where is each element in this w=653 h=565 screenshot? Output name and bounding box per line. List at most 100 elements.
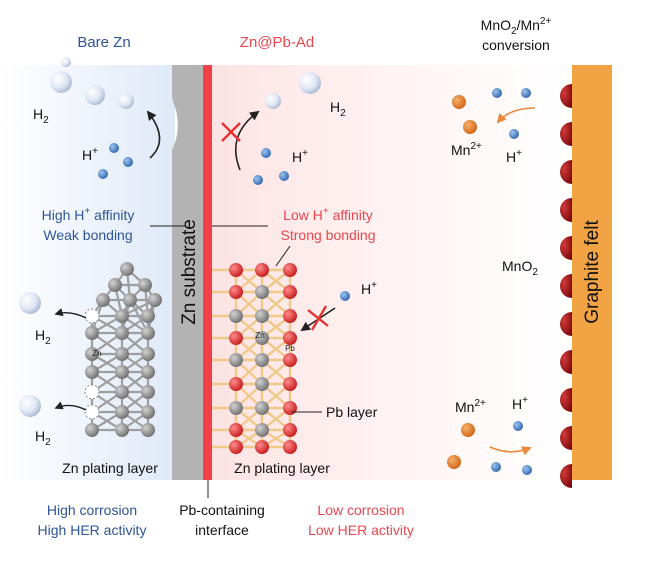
mno2-particle	[560, 312, 572, 336]
proton	[123, 157, 133, 167]
reduction-arrow-left	[146, 110, 161, 159]
mn2-ion	[447, 455, 461, 469]
zn-substrate	[172, 65, 203, 480]
mno2-particles	[560, 84, 572, 488]
pb-atom	[283, 377, 297, 391]
zn-atom	[138, 278, 152, 292]
zn-pb-ad-header: Zn@Pb-Ad	[240, 34, 314, 51]
conversion-header-line2: conversion	[482, 37, 550, 53]
pb-atom	[283, 309, 297, 323]
mno2-particle	[560, 84, 572, 108]
h2-bubble	[299, 72, 321, 94]
zn-atom	[115, 326, 129, 340]
mn2-ion	[461, 423, 475, 437]
proton	[253, 175, 263, 185]
graphite-felt	[572, 65, 612, 480]
h2-label-low: H2	[35, 428, 51, 448]
pb-atom	[283, 331, 297, 345]
h2-label-mid: H2	[35, 327, 51, 347]
zn-atom	[115, 365, 129, 379]
hplus-label-right-bottom: H+	[512, 395, 528, 412]
zn-atom	[141, 385, 155, 399]
h2-bubble	[61, 57, 71, 67]
mno2-particle	[560, 464, 572, 488]
zn-atom	[96, 293, 110, 307]
zn-plating-lattice-bare	[84, 262, 162, 437]
zn-atom	[141, 365, 155, 379]
h2-bubble	[85, 85, 105, 105]
h2-bubble	[118, 93, 134, 109]
zn-plating-label-left: Zn plating layer	[62, 460, 158, 476]
pb-atom	[283, 440, 297, 454]
blocked-cross-icon	[307, 305, 329, 331]
zn-atom	[85, 365, 99, 379]
h2-bubble	[19, 292, 41, 314]
bare-zn-header: Bare Zn	[77, 34, 130, 51]
proton	[492, 88, 502, 98]
zn-atom-label-mid: Zn	[255, 331, 264, 340]
h2-bubble	[265, 93, 281, 109]
mno2-label: MnO2	[502, 258, 538, 278]
zn-atom	[123, 293, 137, 307]
zn-atom	[85, 347, 99, 361]
mno2-particle	[560, 274, 572, 298]
pb-layer-label: Pb layer	[326, 404, 378, 420]
blocked-cross-icon	[221, 122, 241, 142]
h2-bubble	[50, 71, 72, 93]
zn-atom	[148, 293, 162, 307]
zn-vacancy	[84, 384, 100, 400]
high-corrosion-label: High corrosion	[47, 502, 137, 518]
high-her-label: High HER activity	[38, 522, 147, 538]
hplus-label-left: H+	[82, 146, 98, 163]
zn-atom	[115, 347, 129, 361]
h2-bubble	[19, 395, 41, 417]
zn-atom	[229, 309, 243, 323]
zn-atom	[141, 326, 155, 340]
mno2-particle	[560, 350, 572, 374]
zn-atom-label-left: Zn	[92, 349, 101, 358]
mn2-ion	[452, 95, 466, 109]
zn-atom	[229, 353, 243, 367]
zn-atom	[141, 309, 155, 323]
zn-atom	[141, 347, 155, 361]
mno2-particle	[560, 160, 572, 184]
pb-atom	[255, 263, 269, 277]
conversion-arrow-bottom	[489, 446, 532, 456]
zn-atom	[108, 278, 122, 292]
mno2-particle	[560, 122, 572, 146]
zn-atom	[115, 423, 129, 437]
h2-escape-arrow	[54, 308, 87, 319]
zn-atom	[255, 401, 269, 415]
pb-atom	[229, 377, 243, 391]
zn-atom	[255, 285, 269, 299]
zn-atom	[255, 309, 269, 323]
pb-atom	[229, 285, 243, 299]
hplus-label-middle-2: H+	[361, 280, 377, 297]
weak-bonding-label: Weak bonding	[43, 227, 132, 243]
zn-atom	[115, 385, 129, 399]
h2-escape-arrow	[54, 401, 87, 411]
pb-atom-label: Pb	[285, 344, 295, 353]
proton	[513, 421, 523, 431]
zn-atom	[120, 262, 134, 276]
h2-label-top: H2	[33, 106, 49, 126]
zn-atom	[255, 331, 269, 345]
low-her-label: Low HER activity	[308, 522, 414, 538]
mno2-particle	[560, 236, 572, 260]
h2-label-middle: H2	[330, 99, 346, 119]
mn2-label-bottom: Mn2+	[455, 398, 486, 415]
pb-atom	[283, 353, 297, 367]
conversion-header: MnO2/Mn2+	[481, 16, 552, 37]
zn-atom	[229, 401, 243, 415]
low-corrosion-label: Low corrosion	[317, 502, 404, 518]
strong-bonding-label: Strong bonding	[281, 227, 376, 243]
zn-plating-label-middle: Zn plating layer	[234, 460, 330, 476]
mn2-label-top: Mn2+	[451, 141, 482, 158]
mno2-particle	[560, 388, 572, 412]
high-affinity-label: High H+ affinity	[42, 206, 135, 223]
zn-atom	[141, 405, 155, 419]
zn-atom	[141, 423, 155, 437]
pb-zn-plating-lattice	[212, 263, 297, 454]
interface-label: Pb-containing	[179, 502, 265, 518]
